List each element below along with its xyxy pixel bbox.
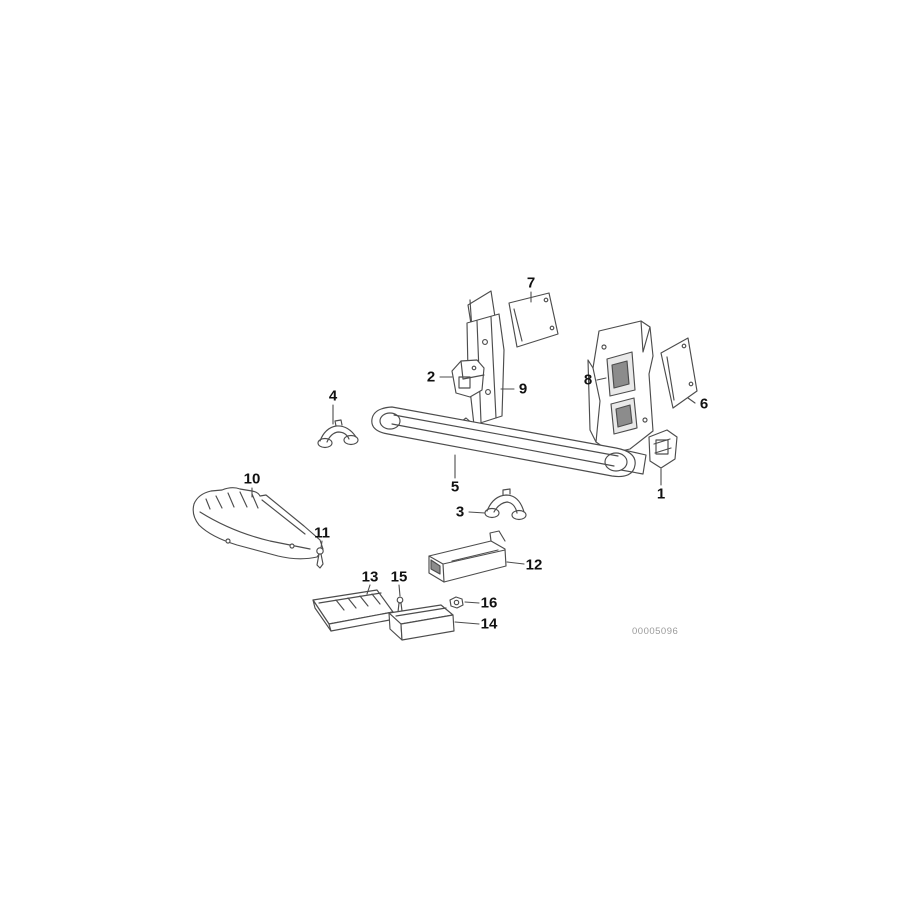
part-6-side-panel — [660, 337, 698, 409]
part-4-clamp — [317, 419, 359, 449]
callout-14: 14 — [480, 615, 498, 633]
part-14-box — [388, 604, 455, 641]
part-16-nut — [449, 596, 464, 609]
callout-6: 6 — [699, 395, 709, 413]
part-10-trim-panel — [192, 487, 324, 560]
part-11-screw — [316, 547, 324, 569]
leader-16 — [464, 601, 480, 604]
leader-3 — [468, 511, 486, 514]
leader-8 — [596, 377, 607, 381]
part-8-front-pillar — [587, 320, 654, 454]
callout-16: 16 — [480, 594, 498, 612]
part-13-tray — [312, 589, 396, 632]
callout-11: 11 — [314, 524, 330, 542]
callout-12: 12 — [525, 556, 543, 574]
part-2-bracket — [451, 359, 485, 398]
callout-10: 10 — [243, 470, 261, 488]
leader-14 — [454, 621, 480, 625]
watermark-number: 00005096 — [632, 626, 679, 637]
part-5-front-crossmember — [371, 406, 647, 478]
callout-4: 4 — [328, 387, 338, 405]
callout-9: 9 — [518, 380, 528, 398]
callout-3: 3 — [455, 503, 465, 521]
leader-13 — [366, 584, 371, 595]
leader-lines — [251, 291, 696, 625]
leader-11 — [320, 540, 323, 549]
leader-12 — [506, 561, 525, 565]
leader-15 — [398, 584, 401, 597]
callout-8: 8 — [583, 371, 593, 389]
callout-2: 2 — [426, 368, 436, 386]
part-9-wheelhouse-support — [449, 290, 505, 440]
part-12-air-duct — [428, 530, 507, 583]
part-3-clamp — [484, 488, 527, 521]
leader-6 — [687, 397, 696, 404]
callout-7: 7 — [526, 274, 536, 292]
parts-linework — [192, 290, 698, 641]
part-1-bracket — [648, 429, 678, 469]
part-7-support-panel — [508, 292, 559, 348]
callout-13: 13 — [361, 568, 379, 586]
callout-15: 15 — [390, 568, 408, 586]
callout-5: 5 — [450, 478, 460, 496]
callout-1: 1 — [656, 485, 666, 503]
